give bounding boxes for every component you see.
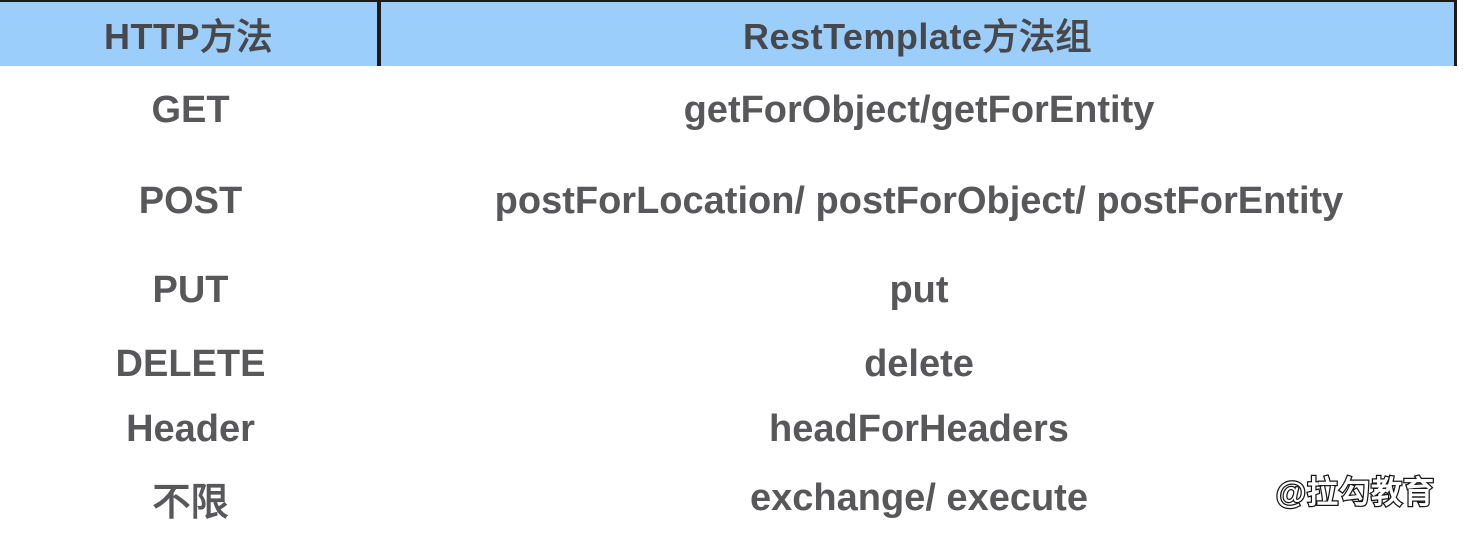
- table-row-any: 不限 exchange/ execute: [0, 462, 1457, 534]
- table-row-delete: DELETE delete: [0, 332, 1457, 396]
- http-method-cell: DELETE: [115, 342, 266, 385]
- http-method-cell: Header: [126, 407, 255, 450]
- table-row-header: Header headForHeaders: [0, 396, 1457, 462]
- table-body: GET getForObject/getForEntity POST postF…: [0, 66, 1457, 534]
- resttemplate-methods-cell: delete: [864, 342, 974, 385]
- http-method-cell: PUT: [152, 268, 229, 311]
- table-row-post: POST postForLocation/ postForObject/ pos…: [0, 154, 1457, 248]
- http-method-cell: POST: [138, 179, 243, 222]
- lagou-education-watermark: @拉勾教育: [1275, 474, 1436, 512]
- column-header-http-method: HTTP方法: [104, 16, 273, 57]
- table-row-get: GET getForObject/getForEntity: [0, 66, 1457, 154]
- column-header-resttemplate-methods: RestTemplate方法组: [743, 16, 1092, 57]
- resttemplate-methods-cell: getForObject/getForEntity: [683, 88, 1155, 131]
- http-method-cell: GET: [151, 88, 230, 131]
- column-divider: [377, 2, 381, 66]
- table-header-row: HTTP方法 RestTemplate方法组: [0, 0, 1457, 66]
- resttemplate-methods-cell: postForLocation/ postForObject/ postForE…: [494, 179, 1344, 222]
- resttemplate-methods-cell: headForHeaders: [769, 407, 1069, 450]
- resttemplate-methods-cell: put: [889, 268, 949, 311]
- table-row-put: PUT put: [0, 248, 1457, 332]
- resttemplate-methods-cell: exchange/ execute: [750, 476, 1088, 519]
- http-method-cell: 不限: [152, 481, 229, 524]
